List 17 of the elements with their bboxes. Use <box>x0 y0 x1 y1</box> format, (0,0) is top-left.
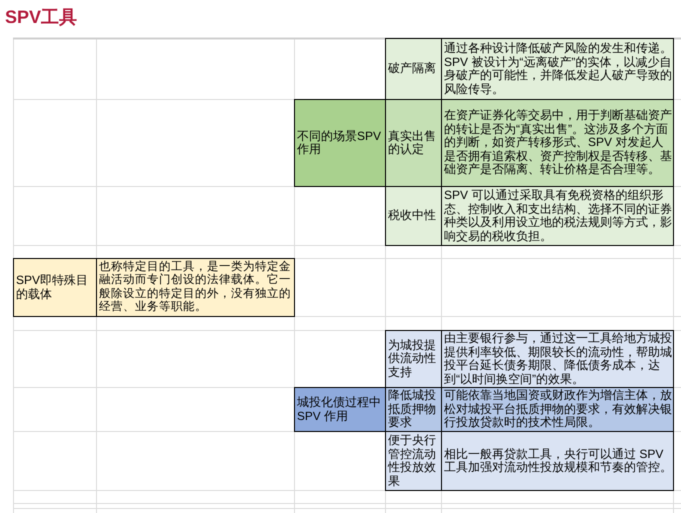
definition-cell: 也称特定目的工具，是一类为特定金融活动而专门创设的法律载体。它一般除设立的特定目的外，没有独立的经营、业务等职能。 <box>96 258 295 317</box>
feature-cell: 真实出售的认定 <box>385 99 442 187</box>
category-cell: 不同的场景SPV 作用 <box>294 99 386 187</box>
feature-cell: 税收中性 <box>385 186 442 246</box>
feature-cell: 为城投提供流动性支持 <box>385 330 442 388</box>
term-cell: SPV即特殊目的载体 <box>13 258 97 317</box>
category-cell: 城投化债过程中SPV 作用 <box>294 387 386 432</box>
description-cell: 相比一般再贷款工具，央行可以通过 SPV 工具加强对流动性投放规模和节奏的管控。 <box>441 431 674 491</box>
description-cell: 可能依靠当地国资或财政作为增信主体，放松对城投平台抵质押物的要求，有效解决银行投放贷款时的技术性局限。 <box>441 387 674 432</box>
description-cell: 由主要银行参与，通过这一工具给地方城投提供利率较低、期限较长的流动性，帮助城投平台延长债务期限、降低债务成本，达到“以时间换空间”的效果。 <box>441 330 674 388</box>
description-cell: SPV 可以通过采取具有免税资格的组织形态、控制收入和支出结构、选择不同的证券种类以及利用设立地的税法规则等方式，影响交易的税收负担。 <box>441 186 674 246</box>
page-title: SPV工具 <box>5 6 78 28</box>
feature-cell: 破产隔离 <box>385 38 442 100</box>
description-cell: 通过各种设计降低破产风险的发生和传递。SPV 被设计为“远离破产”的实体，以减少自身破产的可能性，并降低发起人破产导致的风险传导。 <box>441 38 674 100</box>
description-cell: 在资产证券化等交易中，用于判断基础资产的转让是否为“真实出售”。这涉及多个方面的判断，如资产转移形式、SPV 对发起人是否拥有追索权、资产控制权是否转移、基础资产是否隔离、转让价格是否合理等。 <box>441 99 674 187</box>
feature-cell: 便于央行管控流动性投放效果 <box>385 431 442 491</box>
feature-cell: 降低城投抵质押物要求 <box>385 387 442 432</box>
